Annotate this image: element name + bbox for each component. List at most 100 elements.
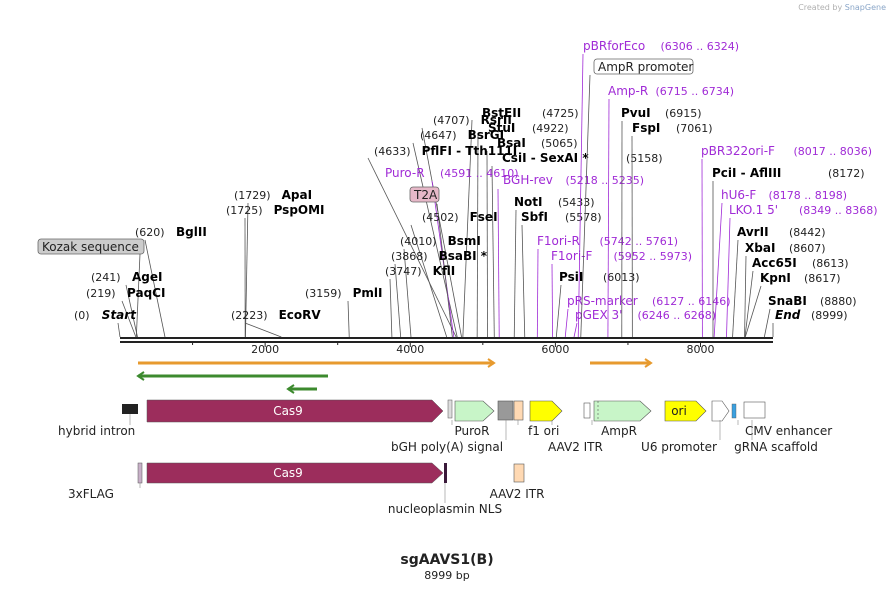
- orf-2-head: [136, 371, 145, 381]
- site-badge: [37, 238, 145, 255]
- leader-bglii: [144, 239, 166, 338]
- site-coord: (8017 .. 8036): [794, 145, 873, 158]
- site-badge: [409, 186, 440, 203]
- leader-sbfi: [521, 224, 526, 338]
- site-fspi: FspI (7061): [632, 121, 713, 135]
- axis-tick-label: 6000: [541, 343, 569, 356]
- ampr-feature: [593, 400, 652, 422]
- leader-start: [117, 322, 121, 338]
- site-pgex-3: pGEX 3'(6246 .. 6268): [575, 308, 716, 322]
- site-prs-marker: pRS-marker(6127 .. 6146): [567, 294, 731, 308]
- site-agei: (241) AgeI: [91, 270, 162, 284]
- leader-bsrgi: [412, 142, 458, 338]
- site-name: Puro-R: [385, 166, 425, 180]
- site-ecorv: (2223)EcoRV: [231, 308, 321, 322]
- site-amp-r: Amp-R(6715 .. 6734): [608, 84, 734, 98]
- site-coord: (0): [74, 309, 90, 322]
- site-name: hU6-F: [721, 188, 756, 202]
- small-feature-1: [447, 399, 453, 419]
- leader-bsteii: [462, 119, 473, 338]
- site-name: KflI: [433, 264, 456, 278]
- site-coord: (1729): [234, 189, 271, 202]
- site-start: (0) Start: [74, 308, 137, 322]
- leader-lko-1-5: [726, 217, 731, 338]
- leader-xbai: [744, 255, 747, 338]
- site-coord: (6013): [603, 271, 640, 284]
- site-name: XbaI: [745, 241, 775, 255]
- site-coord: (8607): [789, 242, 826, 255]
- site-coord: (8880): [820, 295, 857, 308]
- site-pvui: PvuI (6915): [621, 106, 702, 120]
- feature-label-nucleoplasmin-nls-11: nucleoplasmin NLS: [388, 502, 502, 516]
- grna-scaffold-feature: [731, 403, 737, 419]
- ori-feature: [664, 400, 707, 422]
- leader-pbrforeco: [577, 53, 584, 338]
- site-f1ori-f: F1ori-F (5952 .. 5973): [551, 249, 692, 263]
- site-coord: (4725): [542, 107, 579, 120]
- site-ampr-promoter: AmpR promoter: [593, 58, 693, 75]
- site-coord: (4591 .. 4610): [440, 167, 519, 180]
- site-name: CsiI - SexAI *: [502, 151, 589, 165]
- site-coord: (5952 .. 5973): [614, 250, 693, 263]
- site-coord: (7061): [676, 122, 713, 135]
- site-name: PvuI: [621, 106, 651, 120]
- site-kfli: (3747)KflI: [385, 264, 455, 278]
- leader-acc65i: [744, 270, 754, 338]
- site-name: BsaBI *: [439, 249, 488, 263]
- site-coord: (6715 .. 6734): [656, 85, 735, 98]
- feature-label-puror-1: PuroR: [455, 424, 490, 438]
- site-avrii: AvrII(8442): [737, 225, 826, 239]
- site-bgh-rev: BGH-rev(5218 .. 5235): [503, 173, 644, 187]
- site-name: AgeI: [132, 270, 162, 284]
- 3xflag-feature: [137, 462, 143, 484]
- site-coord: (2223): [231, 309, 268, 322]
- site-bsabi: (3868)BsaBI *: [391, 249, 488, 263]
- leader-kozak-sequence: [135, 253, 141, 338]
- site-name: pBR322ori-F: [701, 144, 775, 158]
- site-name: PspOMI: [274, 203, 325, 217]
- leader-pgex-3: [573, 322, 578, 338]
- site-name: PflFI - Tth111I: [422, 144, 518, 158]
- site-name: LKO.1 5': [729, 203, 778, 217]
- site-name: FspI: [632, 121, 660, 135]
- site-name: SnaBI: [768, 294, 807, 308]
- site-kozak-sequence: Kozak sequence: [37, 238, 145, 255]
- site-pbr322ori-f: pBR322ori-F (8017 .. 8036): [701, 144, 872, 158]
- site-coord: (5158): [626, 152, 663, 165]
- site-name: PaqCI: [127, 286, 165, 300]
- orf-1-head: [487, 358, 496, 368]
- site-name: Start: [102, 308, 137, 322]
- site-coord: (241): [91, 271, 121, 284]
- feature-label-f1-ori-3: f1 ori: [528, 424, 559, 438]
- feature-label-aav2-itr-10: AAV2 ITR: [490, 487, 545, 501]
- leader-bsabi: [394, 263, 402, 338]
- site-coord: (5433): [558, 196, 595, 209]
- site-paqci: (219)PaqCI: [86, 286, 165, 300]
- plasmid-name: sgAAVS1(B): [400, 552, 494, 568]
- site-coord: (6915): [665, 107, 702, 120]
- site-acc65i: Acc65I(8613): [752, 256, 849, 270]
- site-name: Kozak sequence: [42, 240, 139, 254]
- site-name: BsmI: [448, 234, 481, 248]
- nucleoplasmin-nls-feature: [444, 463, 447, 483]
- site-name: F1ori-F: [551, 249, 592, 263]
- leader-paqci: [121, 300, 137, 338]
- site-coord: (4010): [400, 235, 437, 248]
- plasmid-length: 8999 bp: [424, 569, 470, 582]
- feature-label-cmv-enhancer-7: CMV enhancer: [745, 424, 832, 438]
- site-name: BglII: [176, 225, 207, 239]
- site-coord: (6246 .. 6268): [638, 309, 717, 322]
- site-bsai: BsaI(5065): [497, 136, 578, 150]
- site-pbrforeco: pBRforEco(6306 .. 6324): [583, 39, 739, 53]
- leader-ampr-promoter: [580, 74, 591, 338]
- site-name: NotI: [514, 195, 543, 209]
- site-pmli: (3159)PmlI: [305, 286, 382, 300]
- feature-label-3xflag-9: 3xFLAG: [68, 487, 114, 501]
- site-name: BstEII: [482, 106, 521, 120]
- leader-f1ori-r: [536, 248, 539, 338]
- site-rsrii: (4707)RsrII: [433, 113, 512, 127]
- site-coord: (8613): [812, 257, 849, 270]
- feature-label-aav2-itr-4: AAV2 ITR: [548, 440, 603, 454]
- ampr-promoter-feature: [583, 402, 591, 419]
- site-coord: (6127 .. 6146): [652, 295, 731, 308]
